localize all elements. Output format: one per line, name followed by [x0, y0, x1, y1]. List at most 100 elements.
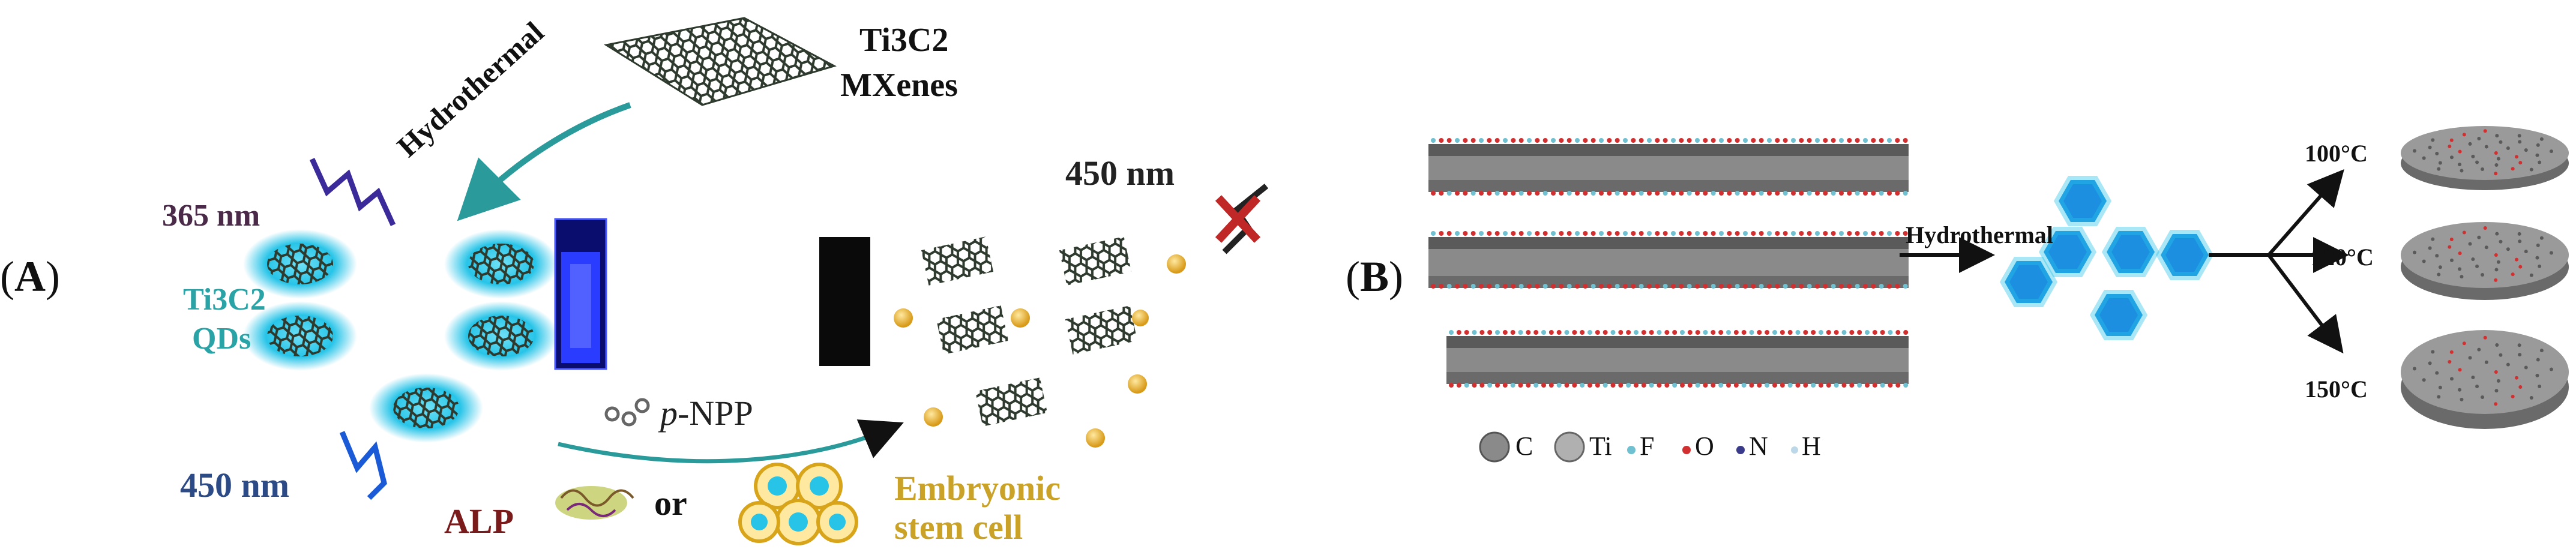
atom-dot — [1903, 330, 1909, 335]
atom-dot — [1871, 138, 1876, 143]
disc-atom-dot — [2449, 350, 2454, 354]
atom-dot — [1765, 330, 1770, 335]
atom-dot — [1819, 330, 1823, 335]
legend-atom-ti — [1554, 431, 1585, 463]
atom-dot — [1551, 231, 1556, 236]
atom-dot — [1590, 138, 1596, 143]
disc-atom-dot — [2494, 268, 2499, 272]
atom-dot — [1671, 231, 1676, 236]
disc-atom-dot — [2468, 356, 2472, 360]
disc-atom-dot — [2549, 251, 2553, 255]
atom-dot — [1548, 330, 1554, 335]
atom-dot — [1807, 231, 1812, 236]
atom-dot — [1863, 191, 1868, 196]
atom-dot — [1711, 231, 1716, 236]
atom-dot — [1607, 191, 1612, 196]
atom-dot — [1446, 191, 1452, 196]
disc-atom-dot — [2449, 237, 2454, 241]
atom-dot — [1695, 284, 1700, 289]
legend-label-h: H — [1802, 431, 1821, 461]
atom-dot — [1703, 284, 1708, 289]
atom-dot — [1487, 231, 1492, 236]
atom-dot — [1743, 231, 1748, 236]
atom-dot — [1551, 191, 1556, 196]
atom-dot — [1671, 191, 1676, 196]
atom-dot — [1607, 284, 1612, 289]
atom-dot — [1575, 231, 1580, 236]
disc-atom-dot — [2431, 350, 2435, 354]
atom-dot — [1841, 330, 1847, 335]
disc-atom-dot — [2518, 239, 2522, 244]
atom-dot — [1599, 191, 1604, 196]
atom-dot — [1831, 191, 1836, 196]
atom-dot — [1815, 231, 1820, 236]
legend-label-c: C — [1515, 431, 1533, 461]
disc-atom-dot — [2481, 395, 2485, 400]
disc-atom-dot — [2431, 237, 2435, 241]
atom-dot — [1518, 383, 1523, 388]
atom-dot — [1671, 284, 1676, 289]
disc-atom-dot — [2438, 385, 2442, 389]
atom-dot — [1542, 191, 1548, 196]
atom-dot — [1647, 284, 1652, 289]
atom-dot — [1772, 330, 1777, 335]
atom-dot — [1847, 138, 1852, 143]
disc-atom-dot — [2458, 388, 2462, 392]
atom-dot — [1590, 284, 1596, 289]
atom-dot — [1741, 330, 1747, 335]
atom-dot — [1526, 383, 1531, 388]
hydrothermal-arrow-a — [457, 102, 631, 221]
atom-dot — [1823, 191, 1828, 196]
atom-dot — [1590, 191, 1596, 196]
disc-atom-dot — [2484, 145, 2488, 149]
legend-label-n: N — [1749, 431, 1768, 461]
atom-dot — [1527, 191, 1532, 196]
atom-dot — [1631, 191, 1636, 196]
atom-dot — [1610, 383, 1616, 388]
atom-dot — [1680, 330, 1685, 335]
atom-dot — [1533, 330, 1539, 335]
atom-dot — [1703, 138, 1708, 143]
atom-dot — [1791, 284, 1796, 289]
atom-dot — [1857, 330, 1862, 335]
atom-dot — [1872, 383, 1877, 388]
atom-dot — [1487, 138, 1492, 143]
atom-dot — [1527, 138, 1532, 143]
atom-dot — [1431, 231, 1436, 236]
disc-atom-dot — [2413, 149, 2417, 153]
atom-dot — [1733, 330, 1739, 335]
atom-dot — [1741, 383, 1747, 388]
atom-dot — [1446, 138, 1452, 143]
atom-dot — [1679, 231, 1684, 236]
atom-dot — [1871, 231, 1876, 236]
atom-dot — [1548, 383, 1554, 388]
atom-dot — [1775, 191, 1780, 196]
alp-enzyme-icon — [555, 486, 634, 520]
atom-dot — [1564, 330, 1569, 335]
atom-dot — [1511, 138, 1516, 143]
atom-dot — [1679, 191, 1684, 196]
atom-dot — [1502, 330, 1508, 335]
atom-dot — [1811, 383, 1816, 388]
atom-dot — [1439, 231, 1444, 236]
atom-dot — [1703, 383, 1708, 388]
atom-dot — [1872, 330, 1877, 335]
atom-dot — [1599, 284, 1604, 289]
atom-dot — [1542, 231, 1548, 236]
disc-atom-dot — [2477, 235, 2481, 239]
atom-dot — [1455, 191, 1460, 196]
atom-dot — [1767, 138, 1772, 143]
disc-atom-dot — [2494, 402, 2498, 406]
atom-dot — [1572, 330, 1577, 335]
atom-dot — [1439, 191, 1444, 196]
atom-dot — [1455, 284, 1460, 289]
atom-dot — [1527, 231, 1532, 236]
atom-dot — [1719, 284, 1724, 289]
disc-atom-dot — [2529, 273, 2533, 277]
atom-dot — [1518, 330, 1523, 335]
atom-dot — [1479, 284, 1484, 289]
atom-dot — [1759, 284, 1764, 289]
atom-dot — [1791, 138, 1796, 143]
atom-dot — [1887, 284, 1892, 289]
qd-disc-100 — [2401, 126, 2569, 190]
